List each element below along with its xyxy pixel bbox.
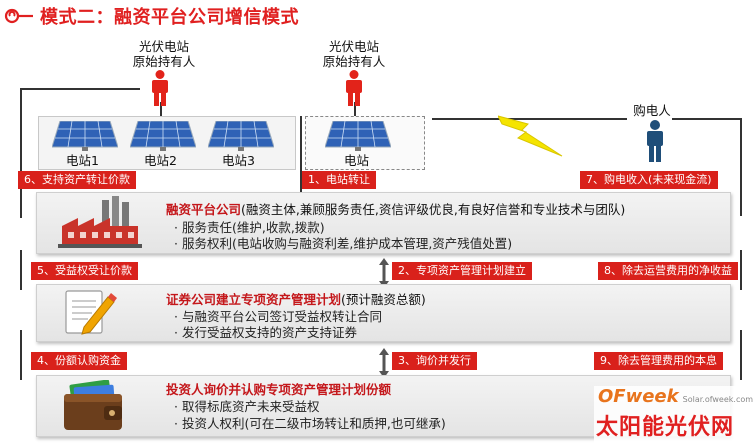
page-title: 模式二：融资平台公司增信模式 (40, 7, 299, 28)
securities-line-text: 发行受益权支持的资产支持证券 (181, 325, 357, 340)
connector-line (160, 102, 162, 116)
person-red-icon (152, 70, 168, 106)
owner-label-right: 光伏电站 原始持有人 (309, 39, 399, 69)
document-pen-icon (65, 290, 117, 335)
connector-line (20, 330, 22, 380)
logo-site: Solar.ofweek.com (682, 395, 753, 404)
station-label: 电站3 (222, 153, 255, 168)
flow-tag-3: 3、询价并发行 (392, 352, 477, 370)
investors-title: 投资人询价并认购专项资产管理计划份额 (166, 381, 391, 399)
platform-line: · 服务权利(电站收购与融资利差,维护成本管理,资产残值处置) (166, 235, 512, 253)
lightning-icon (498, 115, 563, 157)
connector-line (20, 88, 140, 90)
connector-line (354, 102, 356, 116)
securities-title-rest: (预计融资总额) (341, 292, 426, 307)
connector-line (20, 88, 22, 218)
securities-line: · 与融资平台公司签订受益权转让合同 (166, 308, 382, 326)
logo-cn: 太阳能光伏网 (596, 415, 735, 440)
connector-line (740, 118, 742, 216)
flow-tag-2: 2、专项资产管理计划建立 (392, 262, 532, 280)
solar-panel-icon (52, 121, 118, 151)
connector-line (740, 330, 742, 380)
flow-tag-9: 9、除去管理费用的本息 (594, 352, 723, 370)
bullet: · (174, 416, 178, 431)
platform-line-text: 服务责任(维护,收款,拨款) (181, 220, 325, 235)
person-blue-icon (647, 120, 663, 162)
bullet: · (174, 325, 178, 340)
watermark-logo: OFweek Solar.ofweek.com 太阳能光伏网 (594, 386, 753, 446)
flow-tag-4: 4、份额认购资金 (31, 352, 127, 370)
station-label: 电站2 (144, 153, 177, 168)
logo-brand: OFweek (598, 386, 679, 407)
flow-tag-8: 8、除去运营费用的净收益 (598, 262, 738, 280)
station-label: 电站 (344, 153, 370, 168)
platform-line-text: 服务权利(电站收购与融资利差,维护成本管理,资产残值处置) (181, 236, 513, 251)
platform-row (36, 192, 731, 254)
owner-line: 光伏电站 (138, 39, 189, 54)
owner-line: 原始持有人 (132, 54, 196, 69)
securities-row (36, 284, 731, 342)
bullet: · (174, 309, 178, 324)
platform-title: 融资平台公司(融资主体,兼顾服务责任,资信评级优良,有良好信誉和专业技术与团队) (166, 201, 625, 219)
double-arrow-icon (379, 348, 389, 378)
platform-title-rest: (融资主体,兼顾服务责任,资信评级优良,有良好信誉和专业技术与团队) (241, 202, 626, 217)
investors-line: · 取得标底资产未来受益权 (166, 398, 319, 416)
platform-line: · 服务责任(维护,收款,拨款) (166, 219, 325, 237)
solar-panel-icon (130, 121, 196, 151)
investors-line: · 投资人权利(可在二级市场转让和质押,也可继承) (166, 415, 446, 433)
bullet: · (174, 236, 178, 251)
connector-line (672, 118, 741, 120)
factory-icon (58, 196, 142, 248)
securities-title: 证券公司建立专项资产管理计划(预计融资总额) (166, 291, 426, 309)
wallet-icon (64, 380, 122, 430)
investors-line-text: 投资人权利(可在二级市场转让和质押,也可继承) (181, 416, 446, 431)
connector-line (740, 250, 742, 290)
owner-line: 光伏电站 (328, 39, 379, 54)
connector-line (432, 118, 627, 120)
connector-line (300, 116, 302, 212)
station-label: 电站1 (66, 153, 99, 168)
person-red-icon (346, 70, 362, 106)
securities-line-text: 与融资平台公司签订受益权转让合同 (181, 309, 382, 324)
flow-tag-6: 6、支持资产转让价款 (18, 171, 136, 189)
title-bar: 模式二：融资平台公司增信模式 (4, 3, 299, 29)
bullet: · (174, 220, 178, 235)
securities-title-highlight: 证券公司建立专项资产管理计划 (166, 292, 342, 307)
owner-line: 原始持有人 (322, 54, 386, 69)
investors-title-highlight: 投资人询价并认购专项资产管理计划份额 (166, 382, 392, 397)
flow-tag-1: 1、电站转让 (302, 171, 376, 189)
investors-line-text: 取得标底资产未来受益权 (181, 399, 320, 414)
flow-tag-7: 7、购电收入(未来现金流) (580, 171, 718, 189)
buyer-label: 购电人 (633, 103, 671, 118)
solar-panel-icon (208, 121, 274, 151)
flow-tag-5: 5、受益权受让价款 (31, 262, 138, 280)
connector-line (20, 250, 22, 290)
solar-panel-icon (325, 121, 391, 151)
platform-title-highlight: 融资平台公司 (166, 202, 242, 217)
owner-label-left: 光伏电站 原始持有人 (119, 39, 209, 69)
double-arrow-icon (379, 258, 389, 288)
securities-line: · 发行受益权支持的资产支持证券 (166, 324, 357, 342)
ear-logo-icon (4, 8, 33, 24)
bullet: · (174, 399, 178, 414)
